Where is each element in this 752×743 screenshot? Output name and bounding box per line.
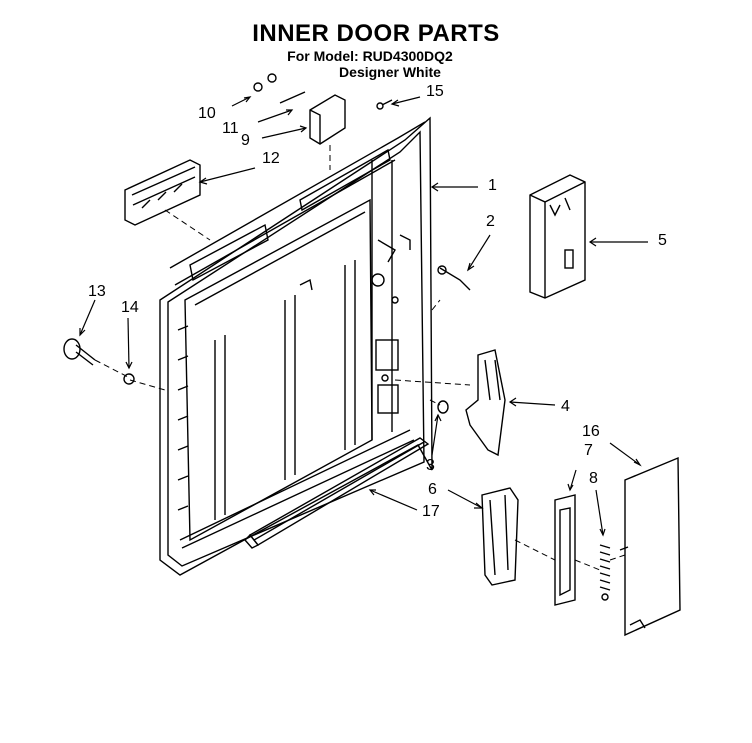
bracket-part [481, 487, 519, 586]
bottom-strip-part [244, 437, 430, 549]
callout-16: 16 [582, 423, 600, 440]
callout-12: 12 [262, 150, 280, 167]
handle-part [124, 159, 201, 226]
diagram-title: INNER DOOR PARTS [252, 20, 500, 47]
callout-2: 2 [486, 213, 495, 230]
callout-5: 5 [658, 232, 667, 249]
callout-7: 7 [584, 442, 593, 459]
callout-11: 11 [222, 120, 239, 137]
color-line: Designer White [339, 64, 441, 80]
callout-9: 9 [241, 132, 250, 149]
cover-part [309, 94, 346, 145]
callout-14: 14 [121, 299, 139, 316]
cover-panel-part [619, 456, 681, 637]
spring-part [599, 544, 611, 601]
callout-3: 3 [426, 457, 435, 474]
callout-17: 17 [422, 503, 440, 520]
pin-part [437, 265, 471, 291]
slider-part [554, 494, 576, 606]
callout-6: 6 [428, 481, 437, 498]
grommet-part [437, 400, 449, 414]
inner-door-panel [159, 116, 433, 576]
latch-box-part [529, 174, 586, 299]
callout-1: 1 [488, 177, 497, 194]
callout-15: 15 [426, 83, 444, 100]
callout-8: 8 [589, 470, 598, 487]
model-line: For Model: RUD4300DQ2 [287, 48, 453, 64]
latch-part [465, 349, 506, 457]
callout-13: 13 [88, 283, 106, 300]
knob-part [63, 338, 135, 385]
screw-rod-parts [253, 73, 393, 110]
callout-10: 10 [198, 105, 216, 122]
callout-4: 4 [561, 398, 570, 415]
